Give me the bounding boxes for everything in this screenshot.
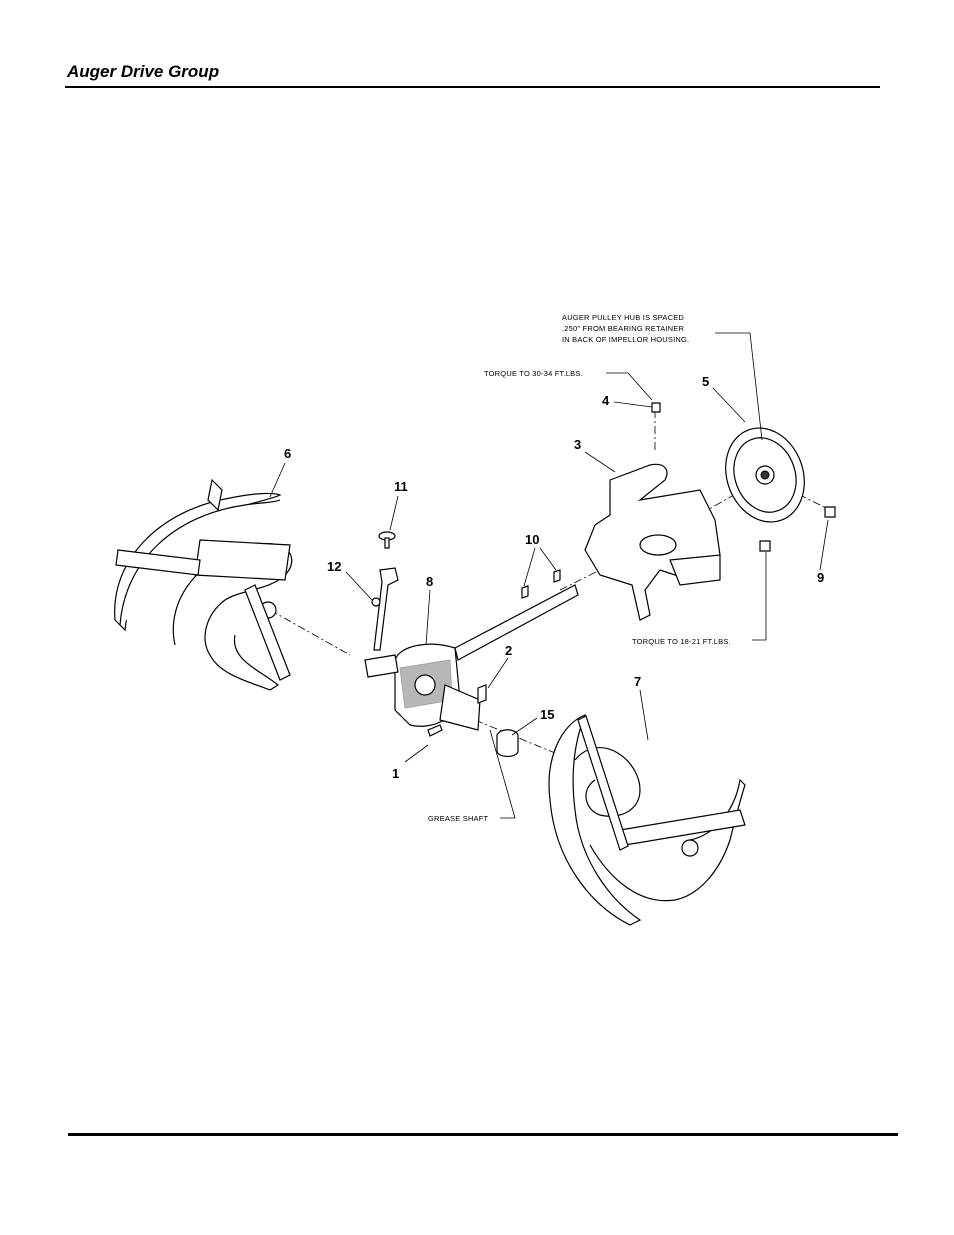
leader-1 bbox=[404, 744, 429, 763]
nut-part-12 bbox=[371, 597, 381, 607]
callout-1: 1 bbox=[392, 766, 399, 781]
nut-part-9-b bbox=[759, 540, 771, 552]
leader-torque-nut bbox=[752, 552, 767, 641]
callout-12: 12 bbox=[327, 559, 341, 574]
leader-10 bbox=[523, 547, 557, 587]
callout-5: 5 bbox=[702, 374, 709, 389]
note-pulley-hub-line2: .250" FROM BEARING RETAINER bbox=[562, 324, 684, 333]
callout-2: 2 bbox=[505, 643, 512, 658]
nut-part-9-a bbox=[824, 506, 836, 518]
bolt-part-4 bbox=[651, 402, 661, 413]
leader-8 bbox=[425, 589, 431, 646]
right-auger-part-7 bbox=[548, 713, 746, 926]
leader-12 bbox=[345, 571, 373, 601]
callout-15: 15 bbox=[540, 707, 554, 722]
left-auger-part-6 bbox=[114, 478, 293, 691]
drive-shaft bbox=[454, 584, 579, 661]
callout-4: 4 bbox=[602, 393, 610, 408]
leader-pulley-note bbox=[715, 332, 763, 441]
note-torque-nut: TORQUE TO 18-21 FT.LBS. bbox=[632, 637, 731, 646]
leader-9 bbox=[819, 519, 829, 571]
impeller-housing-part-3 bbox=[584, 463, 721, 621]
note-pulley-hub-line3: IN BACK OF IMPELLOR HOUSING. bbox=[562, 335, 689, 344]
leader-4 bbox=[613, 401, 653, 408]
assembly-axis-line bbox=[269, 609, 351, 656]
leader-6 bbox=[269, 462, 286, 498]
shift-lever-part-11 bbox=[373, 567, 399, 651]
pulley-part-5 bbox=[725, 427, 805, 523]
lever-knob-stem bbox=[384, 537, 390, 549]
gearbox-part-8 bbox=[364, 643, 481, 731]
callout-9: 9 bbox=[817, 570, 824, 585]
leader-torque-bolt bbox=[606, 372, 653, 401]
leader-3 bbox=[584, 451, 616, 473]
bushing-part-15 bbox=[496, 729, 519, 758]
leader-15 bbox=[511, 717, 538, 736]
callout-8: 8 bbox=[426, 574, 433, 589]
callout-7: 7 bbox=[634, 674, 641, 689]
leader-2 bbox=[487, 657, 509, 689]
note-torque-bolt: TORQUE TO 30-34 FT.LBS. bbox=[484, 369, 583, 378]
leader-7 bbox=[639, 689, 649, 741]
key-part-2 bbox=[477, 684, 487, 704]
header-rule bbox=[65, 86, 880, 88]
note-grease-shaft: GREASE SHAFT bbox=[428, 814, 489, 823]
pin-part-10-a bbox=[521, 585, 529, 599]
note-pulley-hub-line1: AUGER PULLEY HUB IS SPACED bbox=[562, 313, 684, 322]
leader-11 bbox=[389, 495, 399, 531]
page-title: Auger Drive Group bbox=[67, 62, 220, 81]
footer-rule bbox=[68, 1133, 898, 1136]
callout-3: 3 bbox=[574, 437, 581, 452]
leader-5 bbox=[712, 387, 746, 423]
callout-6: 6 bbox=[284, 446, 291, 461]
lower-auger-axis-line bbox=[474, 719, 561, 756]
callout-10: 10 bbox=[525, 532, 539, 547]
pin-part-10-b bbox=[553, 569, 561, 583]
bolt-part-1 bbox=[427, 724, 443, 737]
leader-grease-shaft bbox=[489, 729, 516, 819]
callout-11: 11 bbox=[394, 479, 408, 494]
